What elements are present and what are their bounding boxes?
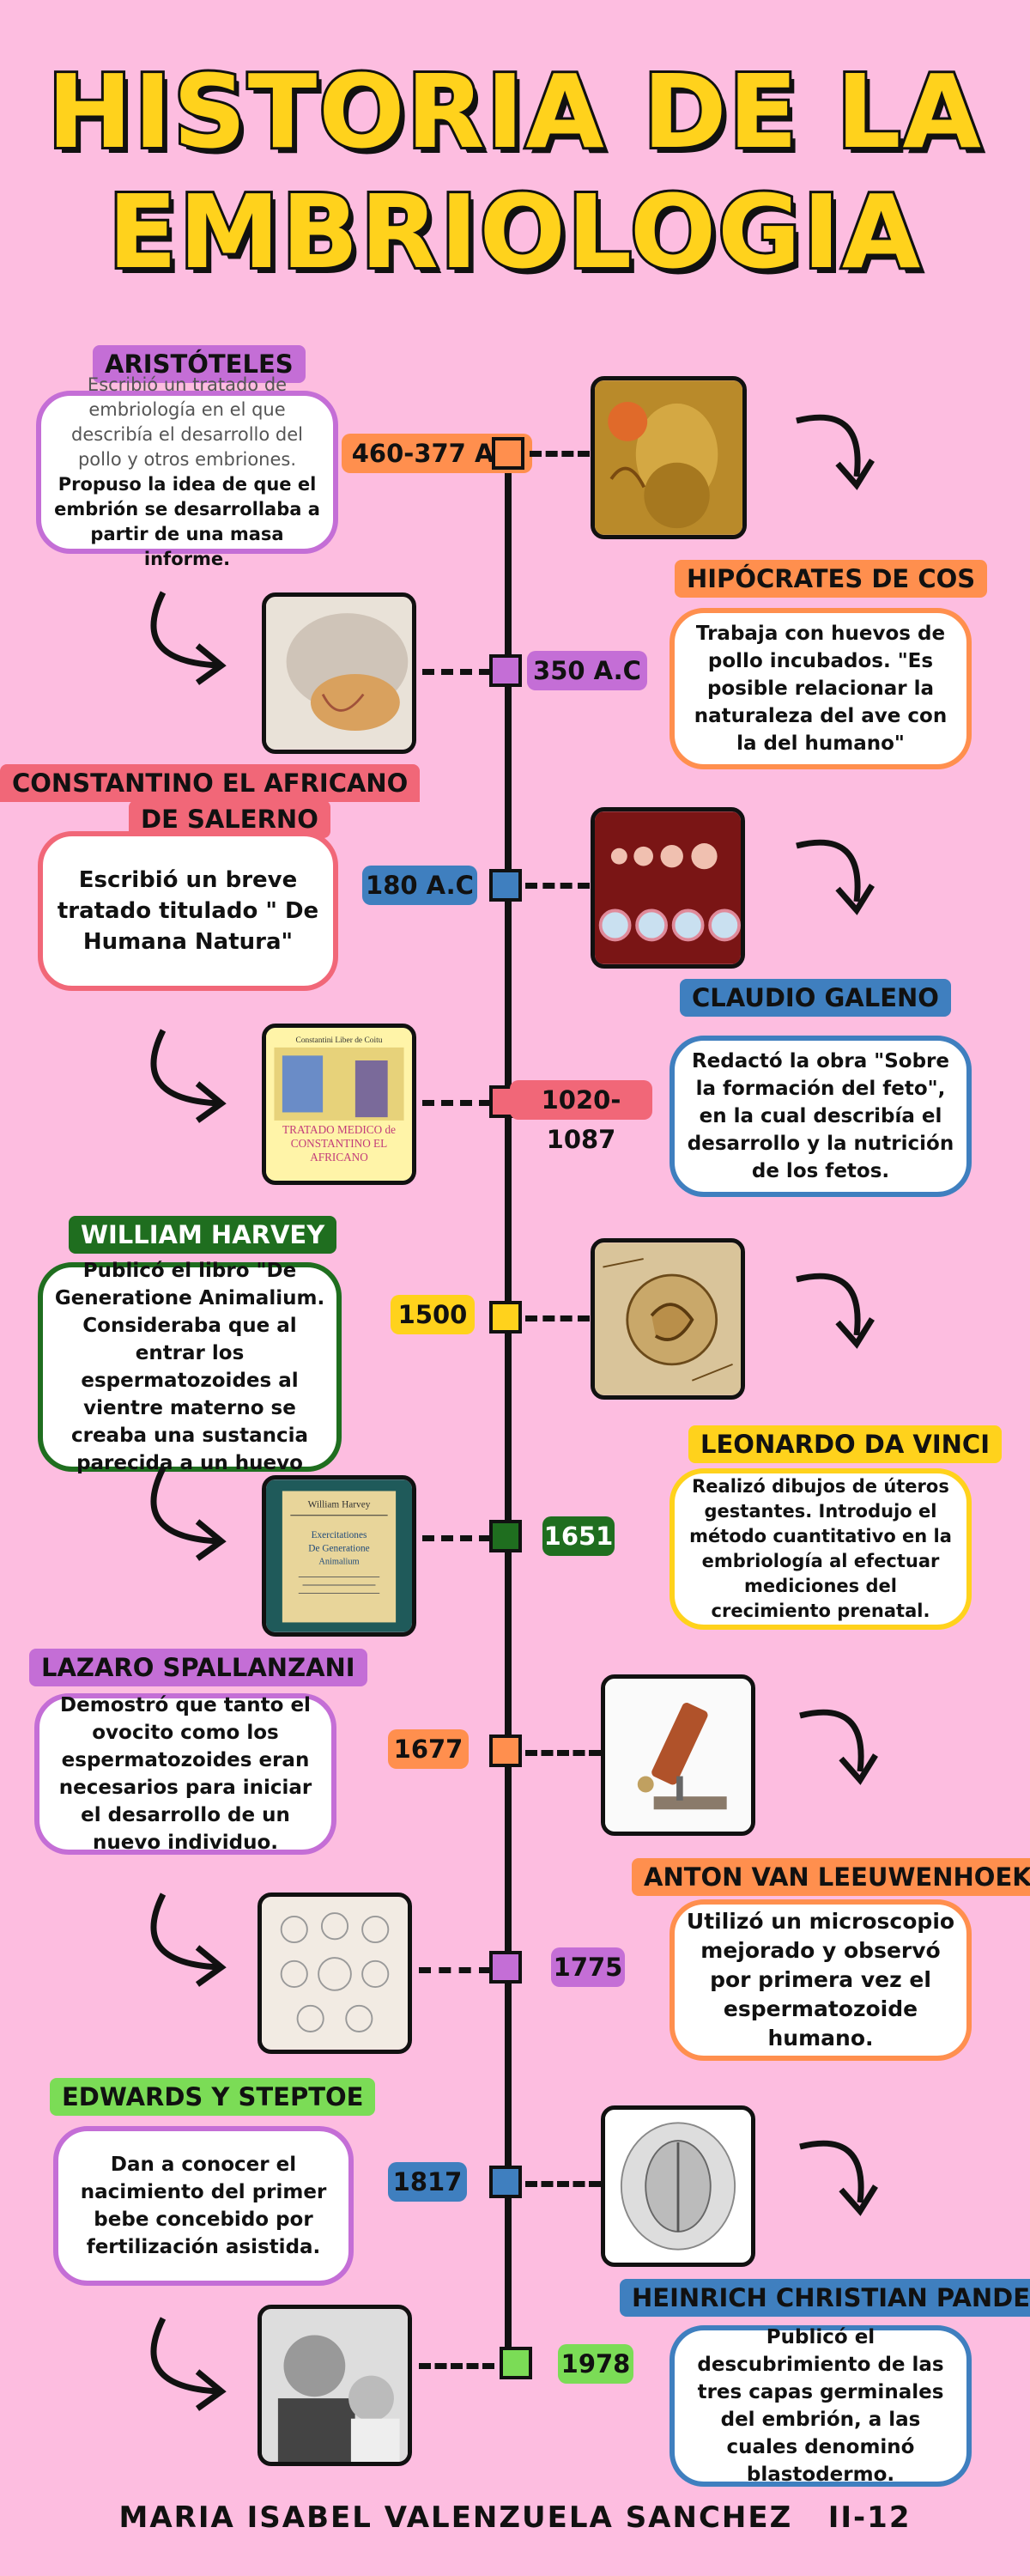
title-line-1: HISTORIA DE LA [45, 50, 984, 173]
aristotle-bust-image [591, 376, 747, 539]
card-aristoteles: Escribió un tratado de embriología en el… [36, 374, 338, 569]
connector-dash [525, 2181, 601, 2187]
label-leeuwenhoek: ANTON VAN LEEUWENHOEK [632, 1858, 1030, 1896]
card-constantino: Escribió un breve tratado titulado " De … [38, 831, 338, 991]
curved-arrow-icon [796, 1273, 875, 1349]
manuscript-caption-top: Constantini Liber de Coitu [296, 1036, 383, 1045]
label-constantino: CONSTANTINO EL AFRICANO [0, 764, 421, 802]
card-edwards: Dan a conocer el nacimiento del primer b… [53, 2126, 354, 2286]
card-harvey: Publicó el libro "De Generatione Animali… [38, 1260, 342, 1474]
card-hipocrates: Trabaja con huevos de pollo incubados. "… [670, 608, 972, 769]
title-line-2: EMBRIOLOGIA [106, 170, 923, 294]
label-harvey: WILLIAM HARVEY [69, 1216, 337, 1254]
card-leeuwenhoek: Utilizó un microscopio mejorado y observ… [670, 1899, 972, 2061]
card-text: Redactó la obra "Sobre la formación del … [687, 1050, 954, 1182]
book-title-1: Exercitationes [312, 1530, 367, 1540]
card-text-bold: Propuso la idea de que el embrión se des… [54, 474, 320, 569]
label-spallanzani: LAZARO SPALLANZANI [29, 1649, 367, 1686]
date-edwards: 1817 [388, 2162, 467, 2202]
date-spallanzani: 1677 [388, 1729, 469, 1769]
date-constantino: 180 A.C [362, 866, 477, 905]
marker-davinci [489, 1520, 522, 1552]
card-text: Escribió un breve tratado titulado " De … [57, 867, 319, 955]
curved-arrow-icon [796, 839, 875, 915]
connector-dash [530, 451, 590, 457]
card-text: Realizó dibujos de úteros gestantes. Int… [689, 1476, 952, 1621]
marker-aristoteles [492, 437, 524, 470]
connector-dash [525, 1315, 590, 1321]
book-title-3: Animalium [318, 1557, 359, 1566]
connector-dash [419, 1967, 491, 1973]
card-pander: Publicó el descubrimiento de las tres ca… [670, 2325, 972, 2487]
date-leeuwenhoek: 1775 [551, 1947, 625, 1987]
date-hipocrates: 350 A.C [527, 651, 647, 690]
label-galeno: CLAUDIO GALENO [680, 979, 951, 1017]
card-text: Trabaja con huevos de pollo incubados. "… [694, 623, 948, 755]
curved-arrow-icon [799, 2140, 878, 2216]
card-text-light: Escribió un tratado de embriología en el… [71, 374, 303, 470]
marker-pander [500, 2347, 532, 2379]
connector-dash [422, 669, 491, 675]
label-hipocrates: HIPÓCRATES DE COS [675, 560, 988, 598]
marker-leeuwenhoek [489, 1951, 522, 1984]
label-pander: HEINRICH CHRISTIAN PANDER [620, 2279, 1030, 2317]
cell-drawings-image [258, 1893, 412, 2054]
label-davinci: LEONARDO DA VINCI [688, 1425, 1002, 1463]
card-text: Dan a conocer el nacimiento del primer b… [80, 2154, 327, 2258]
manuscript-caption: TRATADO MEDICO de CONSTANTINO EL AFRICAN… [282, 1124, 396, 1164]
marker-constantino [489, 869, 522, 902]
card-davinci: Realizó dibujos de úteros gestantes. Int… [670, 1468, 972, 1630]
book-author: William Harvey [308, 1499, 371, 1510]
connector-dash [422, 1100, 491, 1106]
label-edwards: EDWARDS Y STEPTOE [50, 2078, 376, 2116]
fetus-development-image [591, 807, 745, 969]
card-text: Publicó el libro "De Generatione Animali… [54, 1260, 325, 1474]
label-aristoteles: ARISTÓTELES [93, 345, 306, 383]
connector-dash [525, 1750, 601, 1756]
marker-spallanzani [489, 1735, 522, 1767]
curved-arrow-icon [796, 414, 875, 490]
curved-arrow-icon [150, 1029, 227, 1123]
curved-arrow-icon [150, 2317, 227, 2411]
timeline-spine [505, 447, 512, 2370]
embryo-layers-image [601, 2105, 755, 2267]
marker-hipocrates [489, 654, 522, 687]
curved-arrow-icon [799, 1709, 878, 1785]
date-harvey: 1500 [391, 1295, 475, 1334]
footer-author: MARIA ISABEL VALENZUELA SANCHEZ II-12 [118, 2500, 912, 2535]
date-davinci: 1651 [542, 1516, 615, 1556]
chick-embryo-image [262, 592, 416, 754]
curved-arrow-icon [150, 1893, 227, 1987]
curved-arrow-icon [150, 591, 227, 685]
connector-dash [419, 2363, 494, 2369]
microscope-image [601, 1674, 755, 1836]
connector-dash [525, 883, 590, 889]
card-text: Publicó el descubrimiento de las tres ca… [697, 2326, 944, 2486]
davinci-sketch-image [591, 1238, 745, 1400]
book-title-2: De Generatione [308, 1543, 369, 1553]
card-spallanzani: Demostró que tanto el ovocito como los e… [34, 1693, 336, 1855]
marker-harvey [489, 1301, 522, 1334]
curved-arrow-icon [150, 1467, 227, 1561]
card-text: Demostró que tanto el ovocito como los e… [58, 1694, 312, 1854]
scientist-baby-photo [258, 2305, 412, 2466]
date-galeno: 1020-1087 [510, 1080, 652, 1154]
book-cover-image: William Harvey Exercitationes De Generat… [262, 1475, 416, 1637]
card-text: Utilizó un microscopio mejorado y observ… [686, 1909, 955, 2050]
connector-dash [422, 1535, 491, 1541]
marker-edwards [489, 2166, 522, 2198]
card-galeno: Redactó la obra "Sobre la formación del … [670, 1036, 972, 1197]
date-pander: 1978 [558, 2344, 633, 2384]
